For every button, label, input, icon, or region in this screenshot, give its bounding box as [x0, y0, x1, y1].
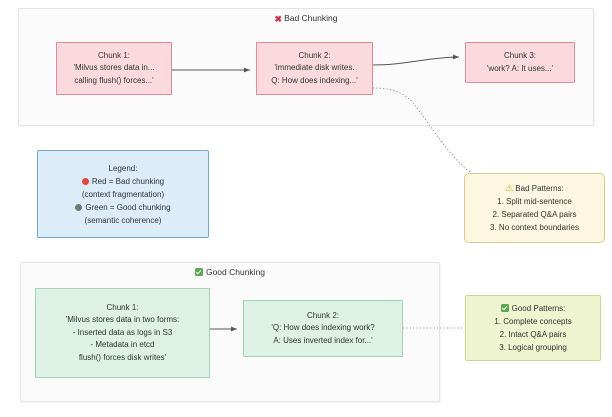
good-chunk-1-heading: Chunk 1:: [106, 302, 139, 312]
good-patterns-box: Good Patterns: 1. Complete concepts 2. I…: [465, 295, 601, 361]
bad-chunk-2-line2: Q: How does indexing...': [271, 75, 358, 85]
green-check-icon: [194, 268, 203, 276]
good-chunk-1-node[interactable]: Chunk 1: 'Milvus stores data in two form…: [35, 288, 210, 378]
bad-chunk-1-line2: calling flush() forces...': [74, 75, 154, 85]
bad-chunking-title-label: Bad Chunking: [284, 13, 338, 23]
legend-title: Legend:: [108, 163, 138, 173]
bad-chunk-3-node[interactable]: Chunk 3: 'work? A: It uses...': [465, 42, 575, 83]
bad-chunk-3-heading: Chunk 3:: [503, 51, 537, 60]
bad-chunk-2-node[interactable]: Chunk 2: 'immediate disk writes. Q: How …: [256, 42, 373, 95]
legend-item-red: Red = Bad chunking: [81, 175, 165, 188]
bad-chunk-2-heading: Chunk 2:: [298, 50, 331, 60]
legend-item-green-sub: (semantic coherence): [84, 215, 162, 225]
x-mark-icon: ✖: [274, 14, 283, 24]
bad-chunking-title: ✖Bad Chunking: [19, 13, 593, 25]
good-patterns-item-2: 2. Intact Q&A pairs: [499, 330, 567, 339]
bad-patterns-title: Bad Patterns:: [515, 184, 564, 193]
good-patterns-item-1: 1. Complete concepts: [494, 317, 572, 326]
green-dot-icon: [75, 203, 83, 211]
red-dot-icon: [81, 177, 89, 185]
bad-chunk-1-line1: 'Milvus stores data in...: [73, 63, 155, 73]
bad-patterns-item-3: 3. No context boundaries: [490, 223, 579, 232]
bad-chunk-2-line1: 'immediate disk writes.: [274, 63, 355, 73]
good-chunk-2-heading: Chunk 2:: [306, 310, 340, 320]
legend-item-red-sub: (context fragmentation): [81, 189, 165, 199]
good-chunk-1-line3: - Metadata in etcd: [90, 340, 155, 350]
good-chunk-1-line1: 'Milvus stores data in two forms:: [65, 315, 180, 325]
good-patterns-item-3: 3. Logical grouping: [499, 343, 567, 352]
good-chunk-1-line2: - Inserted data as logs in S3: [72, 327, 173, 337]
legend-item-green: Green = Good chunking: [75, 201, 171, 214]
good-chunk-1-line4: flush() forces disk writes': [78, 352, 167, 362]
bad-chunk-1-heading: Chunk 1:: [97, 50, 131, 60]
good-chunking-title: Good Chunking: [21, 267, 439, 278]
good-chunk-2-line2: A: Uses inverted index for...': [273, 335, 373, 345]
bad-patterns-item-2: 2. Separated Q&A pairs: [492, 210, 577, 219]
good-chunk-2-node[interactable]: Chunk 2: 'Q: How does indexing work? A: …: [243, 300, 403, 357]
legend-item-green-label: Green = Good chunking: [85, 202, 171, 212]
bad-patterns-item-1: 1. Split mid-sentence: [497, 197, 572, 206]
bad-patterns-box: ⚠Bad Patterns: 1. Split mid-sentence 2. …: [464, 173, 605, 243]
green-check-icon: [500, 304, 509, 312]
legend-box: Legend: Red = Bad chunking (context frag…: [37, 150, 209, 238]
good-chunking-title-label: Good Chunking: [205, 267, 266, 277]
bad-chunk-3-line1: 'work? A: It uses...': [486, 63, 554, 73]
bad-patterns-title-row: ⚠Bad Patterns:: [505, 182, 564, 195]
good-patterns-title-row: Good Patterns:: [500, 302, 566, 315]
good-patterns-title: Good Patterns:: [511, 304, 566, 313]
bad-chunk-1-node[interactable]: Chunk 1: 'Milvus stores data in... calli…: [56, 42, 172, 95]
legend-item-red-label: Red = Bad chunking: [91, 176, 165, 186]
good-chunk-2-line1: 'Q: How does indexing work?: [271, 323, 375, 333]
warning-icon: ⚠: [505, 183, 514, 193]
